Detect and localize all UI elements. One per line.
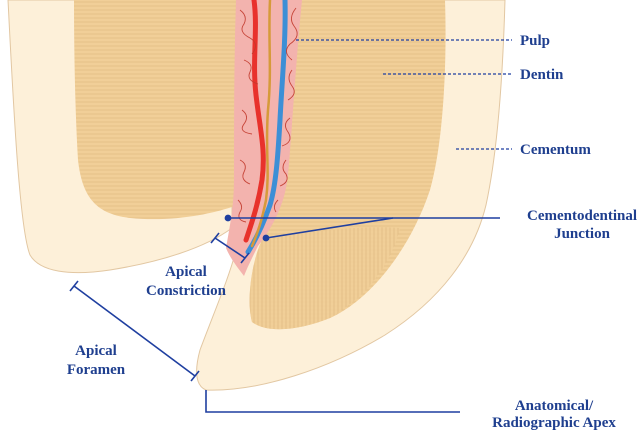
cdj-label-line1: Cementodentinal	[527, 208, 637, 224]
dentin-label: Dentin	[520, 67, 564, 83]
apical-foramen-label-line1: Apical	[75, 343, 117, 359]
apex-label-line2: Radiographic Apex	[492, 415, 616, 430]
apical-constriction-label-line2: Constriction	[146, 283, 227, 299]
cdj-label-line2: Junction	[554, 226, 611, 242]
apical-constriction-label-line1: Apical	[165, 264, 207, 280]
cementum-label: Cementum	[520, 142, 591, 158]
dentin-left	[74, 0, 238, 219]
apical-foramen-label-line2: Foramen	[67, 362, 126, 378]
pulp-label: Pulp	[520, 33, 550, 49]
apex-label-line1: Anatomical/	[515, 398, 594, 414]
apex-leader-line	[206, 390, 460, 412]
